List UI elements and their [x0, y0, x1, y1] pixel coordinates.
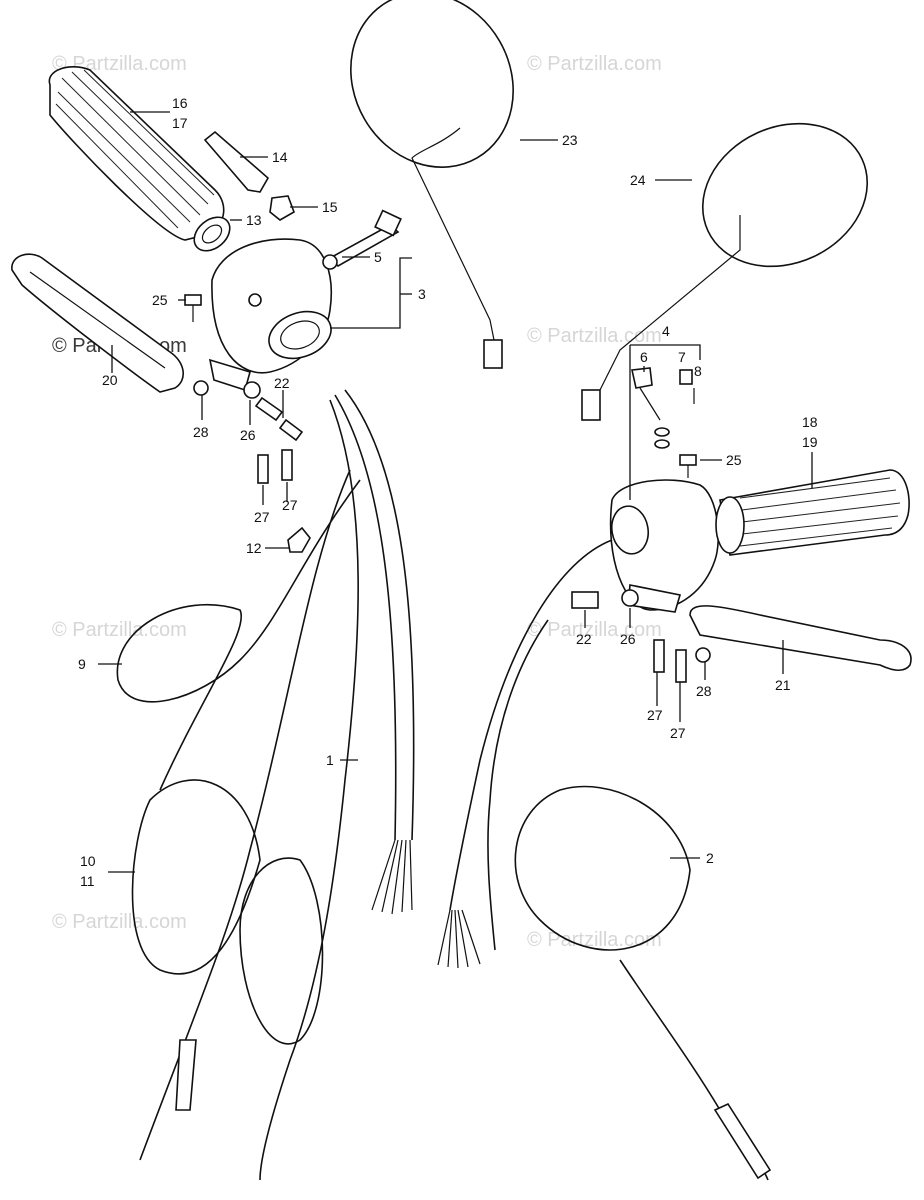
callout-12: 12 — [246, 540, 262, 556]
callout-25-left: 25 — [152, 292, 168, 308]
watermark-bottom-right: © Partzilla.com — [527, 929, 662, 951]
callout-20: 20 — [102, 372, 118, 388]
callout-28-left: 28 — [193, 424, 209, 440]
left-mirror-drawing — [350, 0, 514, 369]
left-grip-drawing — [48, 66, 231, 252]
left-cables-drawing — [116, 389, 415, 1181]
right-switch-housing-drawing — [609, 479, 720, 613]
callout-26-right: 26 — [620, 631, 636, 647]
callout-10: 10 — [80, 853, 96, 869]
left-adjusters-drawing — [243, 381, 304, 484]
callout-22-right: 22 — [576, 631, 592, 647]
cable-clamp-drawing — [287, 526, 311, 553]
callout-4: 4 — [662, 323, 670, 339]
callout-23: 23 — [562, 132, 578, 148]
callout-9: 9 — [78, 656, 86, 672]
callout-25-right: 25 — [726, 452, 742, 468]
watermark-bottom-left: © Partzilla.com — [52, 911, 187, 933]
callout-11: 11 — [80, 873, 95, 889]
leader-lines — [98, 111, 813, 873]
choke-lever-drawing — [322, 209, 402, 270]
callout-21: 21 — [775, 677, 791, 693]
callout-13: 13 — [246, 212, 262, 228]
watermark-top-right: © Partzilla.com — [527, 53, 662, 75]
callout-14: 14 — [272, 149, 288, 165]
callout-27-a: 27 — [254, 509, 270, 525]
watermark-group: © Partzilla.com © Partzilla.com © Partzi… — [52, 53, 662, 951]
callout-3: 3 — [418, 286, 426, 302]
callout-5: 5 — [374, 249, 382, 265]
callout-24: 24 — [630, 172, 646, 188]
watermark-lower-right: © Partzilla.com — [527, 619, 662, 641]
callout-labels: 16 17 14 15 13 5 3 25 20 28 26 22 27 27 … — [78, 95, 818, 889]
left-switch-housing-drawing — [208, 238, 332, 392]
callout-17: 17 — [172, 115, 188, 131]
left-lever-drawing — [11, 253, 184, 393]
right-grip-drawing — [715, 469, 910, 556]
left-small-parts-drawing — [184, 294, 209, 396]
callout-28-right: 28 — [696, 683, 712, 699]
right-mirror-drawing — [581, 122, 869, 421]
callout-2: 2 — [706, 850, 714, 866]
callout-1: 1 — [326, 752, 334, 768]
right-cables-drawing — [437, 539, 772, 1181]
throttle-stop-drawing — [203, 130, 295, 221]
callout-27-d: 27 — [670, 725, 686, 741]
watermark-lower-left: © Partzilla.com — [52, 619, 187, 641]
callout-16: 16 — [172, 95, 188, 111]
callout-18: 18 — [802, 414, 818, 430]
callout-27-c: 27 — [647, 707, 663, 723]
callout-27-b: 27 — [282, 497, 298, 513]
right-lever-parts-drawing — [571, 589, 912, 683]
callout-6: 6 — [640, 349, 648, 365]
callout-19: 19 — [802, 434, 818, 450]
right-small-parts-drawing — [631, 367, 697, 478]
callout-8: 8 — [694, 363, 702, 379]
callout-26-left: 26 — [240, 427, 256, 443]
callout-15: 15 — [322, 199, 338, 215]
callout-7: 7 — [678, 349, 686, 365]
watermark-mid-right: © Partzilla.com — [527, 325, 662, 347]
callout-22-left: 22 — [274, 375, 290, 391]
